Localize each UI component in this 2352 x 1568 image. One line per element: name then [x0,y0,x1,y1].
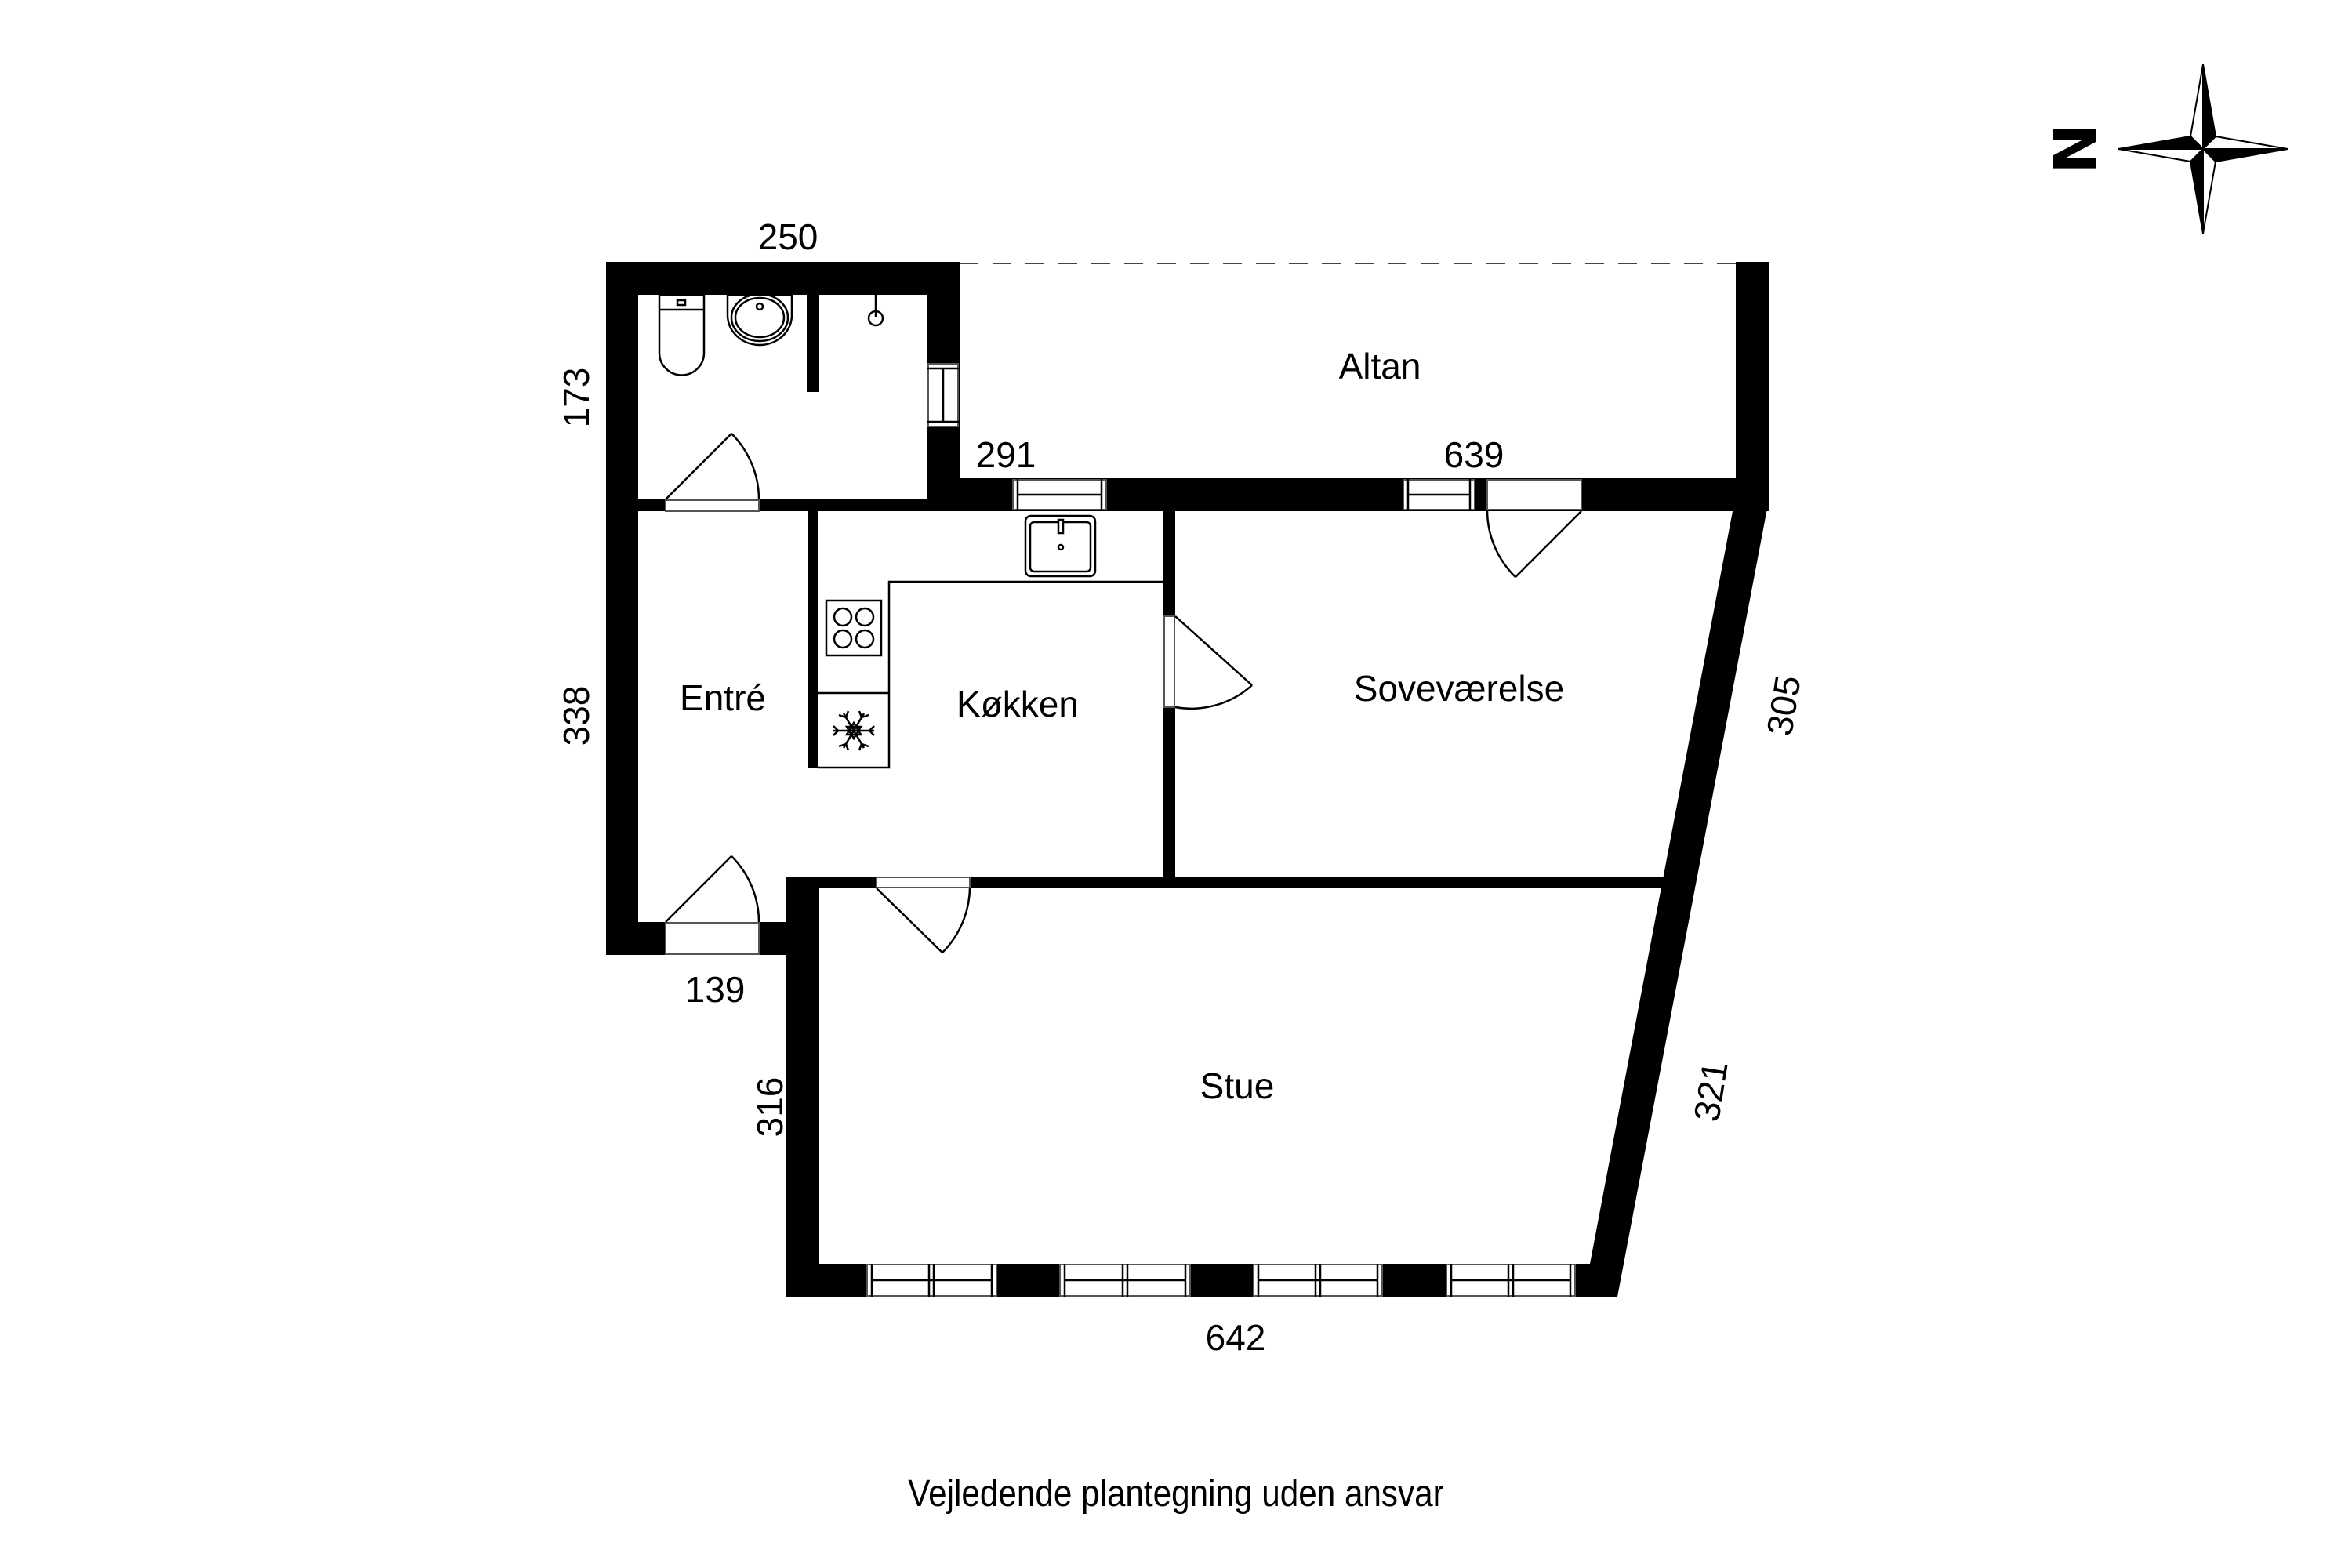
shower-icon [867,295,884,327]
dimension-291: 291 [975,434,1036,475]
stove-icon [825,599,883,657]
washbasin-icon [726,292,793,347]
window-kitchen [1012,478,1107,511]
room-label-altan: Altan [1338,346,1421,387]
window-bedroom [1403,478,1475,511]
door-kitchen [1163,615,1253,710]
dimension-305: 305 [1759,673,1809,739]
dimension-139: 139 [684,969,746,1010]
window-stue-2 [1059,1264,1191,1297]
door-entrance [665,855,760,955]
dimension-316: 316 [750,1076,790,1138]
dimension-250: 250 [757,216,818,257]
room-label-entre: Entré [680,677,766,718]
window-stue-3 [1253,1264,1383,1297]
room-label-sovevaerelse: Soveværelse [1353,668,1565,709]
kitchen-fixtures [818,514,1163,769]
door-bedroom [1486,479,1582,578]
windows [866,363,1576,1297]
north-indicator: N [2038,124,2108,174]
door-bathroom [665,433,760,512]
room-label-stue: Stue [1200,1065,1275,1106]
window-stue-4 [1446,1264,1576,1297]
fridge-snowflake-icon [833,710,875,751]
window-bathroom [927,363,960,427]
dimension-642: 642 [1205,1317,1266,1358]
window-stue-1 [866,1264,997,1297]
disclaimer-caption: Vejledende plantegning uden ansvar [908,1473,1444,1515]
toilet-icon [658,293,706,376]
doors [665,433,1582,955]
door-stue [876,877,971,953]
walls [606,262,1769,1297]
kitchen-counter [818,580,1163,769]
compass-rose-icon [2118,64,2288,234]
dimension-639: 639 [1443,434,1504,475]
dimension-338: 338 [556,685,597,746]
bathroom-fixtures [658,292,884,376]
dimension-321: 321 [1686,1058,1736,1124]
dimension-173: 173 [556,367,597,428]
kitchen-sink-icon [1024,514,1097,578]
room-label-kokken: Køkken [956,684,1079,724]
